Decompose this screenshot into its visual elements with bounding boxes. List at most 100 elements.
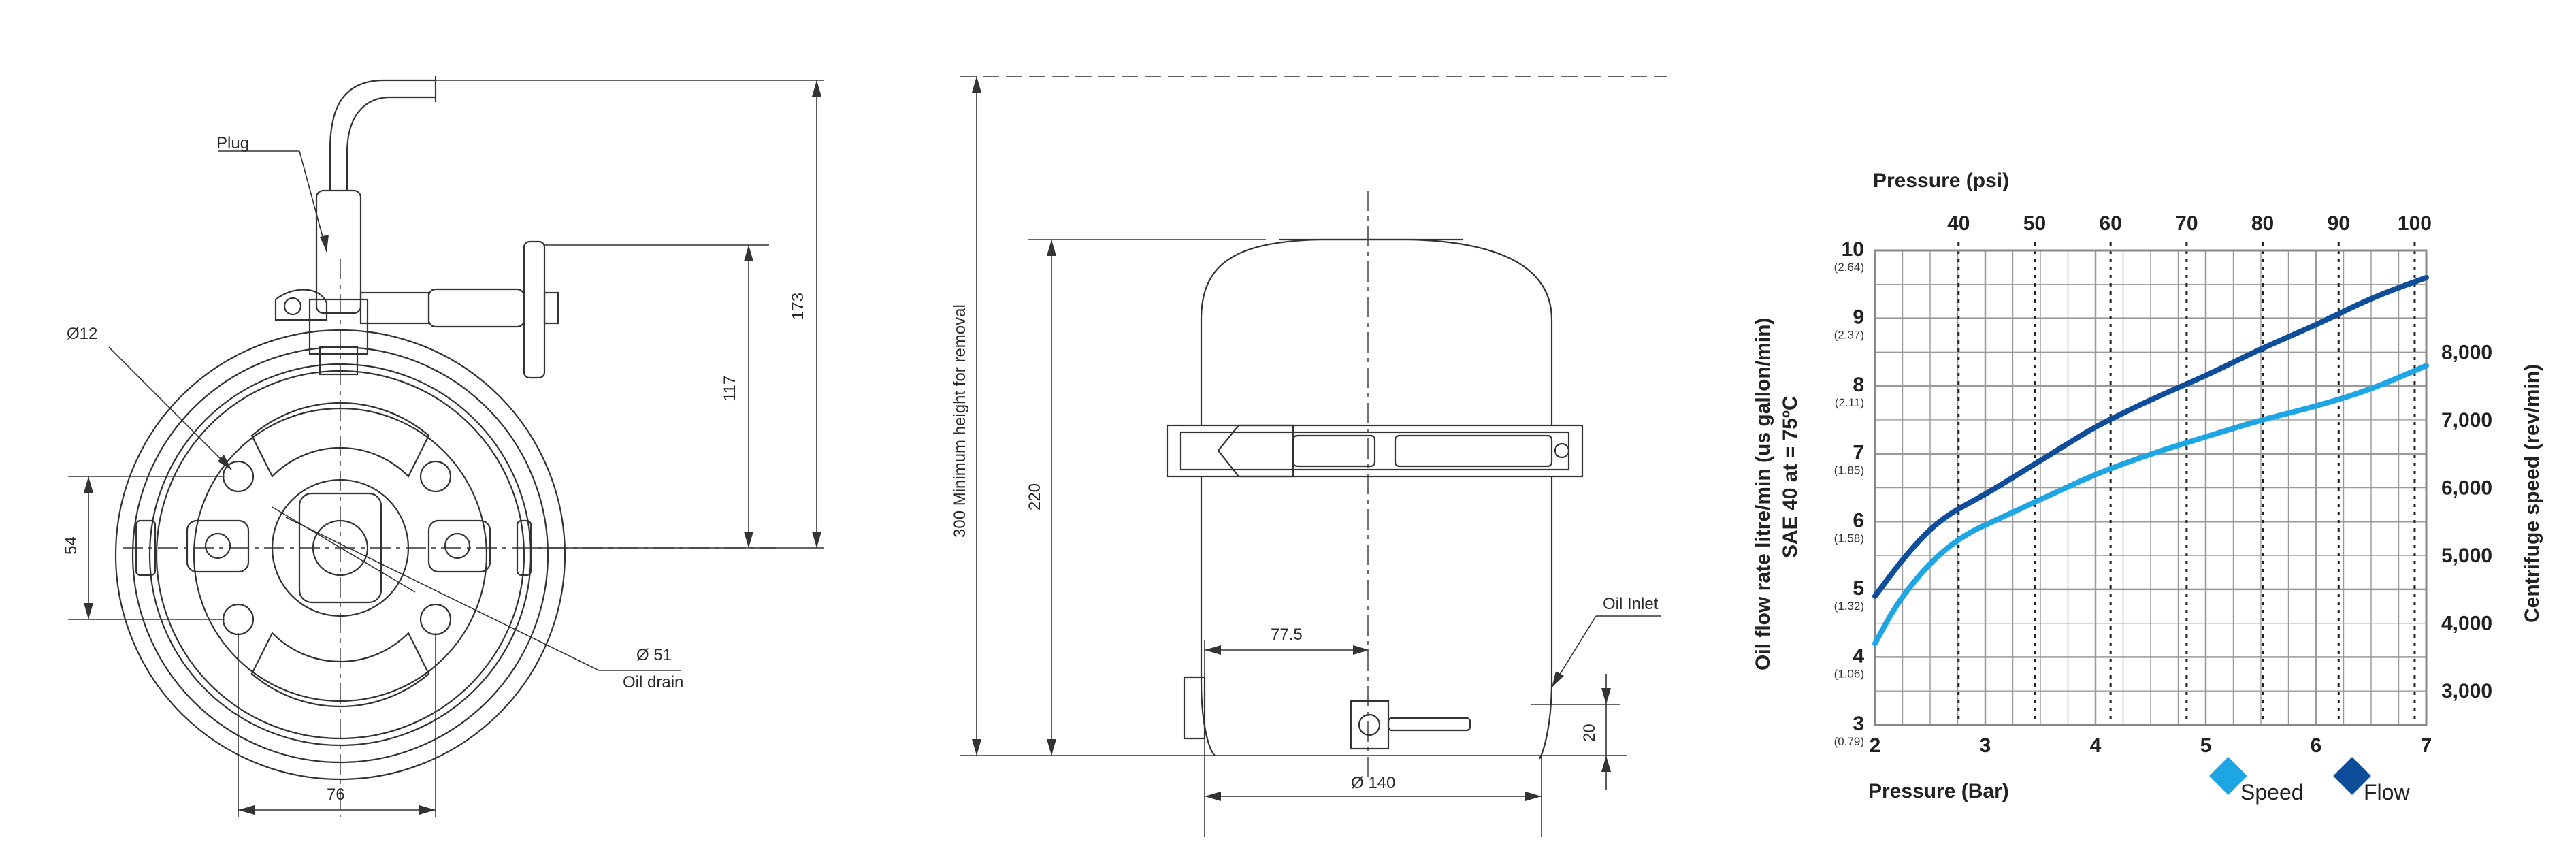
clamp-lever-right <box>1394 434 1553 468</box>
rotor-window-top <box>250 402 430 478</box>
arrow-dia12 <box>218 455 231 470</box>
leader-dia51 <box>285 517 600 671</box>
arrow-300-top <box>972 76 981 93</box>
drain-port-center <box>1358 713 1381 736</box>
leader-ring <box>272 506 416 593</box>
arrow-76-right <box>419 805 436 815</box>
arrow-oil-inlet <box>1552 671 1564 687</box>
psi-tick-label: 100 <box>2398 212 2432 235</box>
label-dia51: Ø 51 <box>636 646 672 664</box>
x-tick-label: 2 <box>1870 734 1881 757</box>
label-plug: Plug <box>216 134 249 152</box>
top-clamp-pin <box>283 297 302 316</box>
bowl-body <box>1200 476 1553 760</box>
y2-axis-title: Centrifuge speed (rev/min) <box>2521 364 2543 623</box>
psi-tick-label: 40 <box>1947 212 1970 235</box>
y-tick-sublabel: (1.58) <box>1834 532 1864 545</box>
arrow-76-left <box>238 805 255 815</box>
leader-plug-2 <box>299 150 327 253</box>
arrow-140-right <box>1525 792 1542 801</box>
y-tick-sublabel: (2.64) <box>1834 261 1864 274</box>
plug-body <box>315 189 362 314</box>
nozzle-left-center <box>204 532 231 559</box>
y-tick-label: 6 <box>1853 509 1864 532</box>
front-view-drawing <box>68 76 824 817</box>
label-dia12: Ø12 <box>67 325 97 343</box>
dome-cover <box>1200 238 1553 425</box>
y-tick-label: 3 <box>1853 713 1864 735</box>
legend-speed-label: Speed <box>2240 780 2304 805</box>
label-dim-775: 77.5 <box>1271 626 1303 644</box>
arrow-173-bottom <box>812 532 821 548</box>
clamp-band <box>1166 424 1584 478</box>
series-lines <box>1872 274 2429 647</box>
label-oil-inlet: Oil Inlet <box>1603 595 1659 613</box>
legend-speed-swatch <box>2209 757 2247 795</box>
y-tick-label: 4 <box>1853 645 1864 667</box>
housing-ring-4 <box>155 370 525 740</box>
label-oil-drain: Oil drain <box>623 673 683 692</box>
label-dia140: Ø 140 <box>1351 774 1395 792</box>
arrow-117-bottom <box>744 532 753 548</box>
nozzle-right <box>427 519 491 573</box>
clamp-pin <box>1554 442 1570 459</box>
bolt-hole-bl <box>222 603 255 636</box>
series-line-flow <box>1872 274 2429 599</box>
chart-legend: Speed Flow <box>2209 757 2410 805</box>
arrow-54-top <box>84 476 93 493</box>
y2-tick-label: 5,000 <box>2441 545 2492 567</box>
label-dim-173: 173 <box>789 293 807 320</box>
valve-handle-knob <box>543 291 559 325</box>
psi-tick-label: 70 <box>2175 212 2198 235</box>
y2-tick-label: 8,000 <box>2441 341 2492 363</box>
y-tick-label: 5 <box>1853 577 1864 600</box>
y-axis-title-2: SAE 40 at = 75ºC <box>1779 395 1801 558</box>
y-tick-sublabel: (1.06) <box>1834 667 1864 680</box>
arrow-775-left <box>1205 645 1221 655</box>
label-dim-220: 220 <box>1026 483 1044 510</box>
legend-flow-swatch <box>2333 757 2371 795</box>
x-tick-label: 4 <box>2090 734 2102 757</box>
side-view-drawing <box>960 76 1667 837</box>
arrow-775-right <box>1353 645 1369 655</box>
arrow-20-bottom <box>1601 756 1611 772</box>
psi-tick-label: 60 <box>2099 212 2121 235</box>
y-tick-label: 9 <box>1853 306 1864 329</box>
hub-center <box>312 519 369 576</box>
y-tick-sublabel: (0.79) <box>1834 735 1864 748</box>
arrow-173-top <box>812 80 821 97</box>
top-clamp-lug <box>274 289 328 321</box>
housing-outer-ring <box>114 329 566 781</box>
label-dim-76: 76 <box>327 785 345 804</box>
arrow-20-top <box>1601 688 1611 704</box>
y-tick-sublabel: (2.11) <box>1835 396 1864 409</box>
legend-flow-label: Flow <box>2364 780 2410 805</box>
y-axis-title: Oil flow rate litre/min (us gallon/min) <box>1752 318 1774 670</box>
y2-tick-label: 6,000 <box>2441 477 2492 500</box>
nozzle-right-center <box>444 532 471 559</box>
clamp-lever-left <box>1217 424 1294 478</box>
arrow-117-top <box>744 245 753 261</box>
clamp-buckle <box>1292 434 1376 468</box>
bolt-hole-br <box>419 603 452 636</box>
central-hub <box>271 478 410 617</box>
bolt-hole-tr <box>419 460 452 493</box>
label-dim-20: 20 <box>1580 724 1599 742</box>
x-tick-label: 6 <box>2311 734 2322 757</box>
x-axis-title: Pressure (Bar) <box>1868 780 2009 802</box>
y-tick-label: 7 <box>1853 442 1864 464</box>
rotor-window-bottom <box>250 632 430 708</box>
psi-tick-label: 90 <box>2328 212 2350 235</box>
y2-tick-label: 3,000 <box>2441 680 2492 702</box>
housing-inner-ring <box>193 407 488 702</box>
arrow-220-top <box>1047 240 1056 256</box>
plug-base <box>319 346 359 376</box>
series-line-speed <box>1872 363 2429 647</box>
label-min-height: 300 Minimum height for removal <box>951 304 969 538</box>
y-tick-sublabel: (2.37) <box>1834 329 1864 342</box>
psi-axis-title: Pressure (psi) <box>1873 169 2009 192</box>
y-tick-label: 10 <box>1842 238 1864 261</box>
y-tick-label: 8 <box>1853 374 1864 396</box>
arrow-54-bottom <box>84 603 93 619</box>
